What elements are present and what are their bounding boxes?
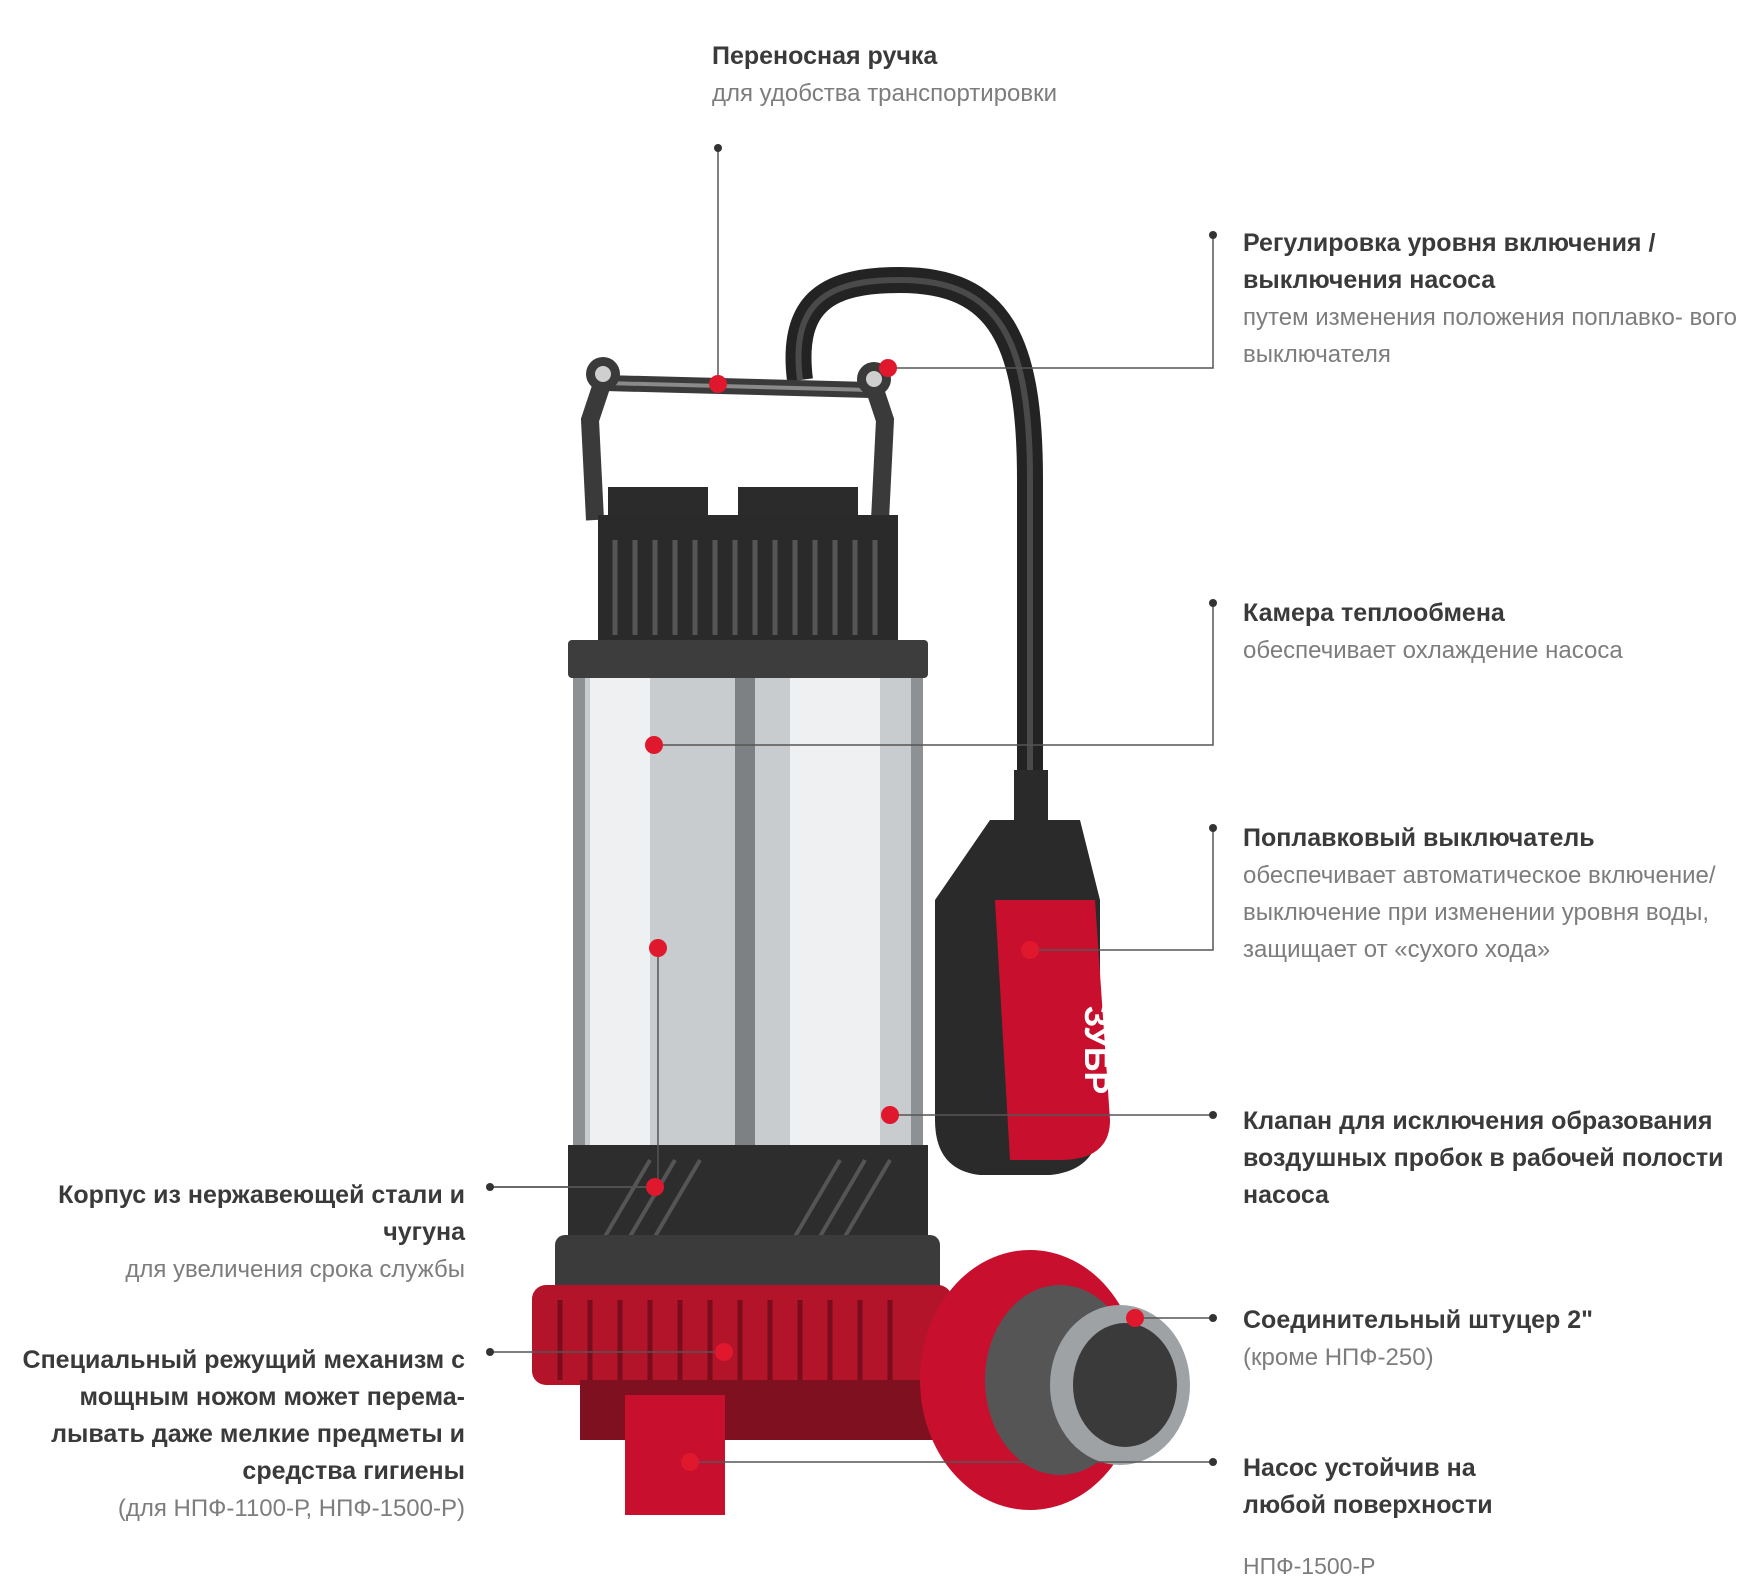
label-fitting-title: Соединительный штуцер 2" <box>1243 1306 1593 1334</box>
label-body-sub: для увеличения срока службы <box>125 1256 465 1283</box>
label-fitting: Соединительный штуцер 2" (кроме НПФ-250) <box>1243 1302 1593 1376</box>
model-name: НПФ-1500-Р <box>1243 1553 1376 1579</box>
cable-highlight <box>795 276 1033 780</box>
label-cutter: Специальный режущий механизм с мощным но… <box>10 1342 465 1527</box>
label-float-title: Поплавковый выключатель <box>1243 824 1595 852</box>
label-handle: Переносная ручка для удобства транспорти… <box>712 38 1057 112</box>
label-fitting-sub: (кроме НПФ-250) <box>1243 1344 1434 1371</box>
leader-lines <box>490 148 1214 1463</box>
brand-logo: ЗУБР <box>1077 1006 1115 1094</box>
label-stable: Насос устойчив на любой поверхности <box>1243 1450 1543 1524</box>
label-float: Поплавковый выключатель обеспечивает авт… <box>1243 820 1753 968</box>
label-stable-title: Насос устойчив на любой поверхности <box>1243 1454 1493 1519</box>
label-body-title: Корпус из нержавеющей стали и чугуна <box>58 1181 465 1246</box>
label-cutter-title: Специальный режущий механизм с мощным но… <box>22 1346 465 1485</box>
leader-endpoints <box>486 144 1217 1466</box>
label-chamber-title: Камера теплообмена <box>1243 599 1505 627</box>
label-level: Регулировка уровня включения / выключени… <box>1243 225 1753 373</box>
label-level-sub: путем изменения положения поплавко- вого… <box>1243 304 1737 368</box>
label-handle-title: Переносная ручка <box>712 42 938 70</box>
label-chamber-sub: обеспечивает охлаждение насоса <box>1243 637 1623 664</box>
label-handle-sub: для удобства транспортировки <box>712 80 1058 107</box>
callout-dots <box>645 359 1144 1471</box>
label-level-title: Регулировка уровня включения / выключени… <box>1243 229 1656 294</box>
motor-head <box>568 487 928 678</box>
stainless-body <box>573 678 923 1150</box>
label-valve: Клапан для исключения образования воздуш… <box>1243 1103 1758 1214</box>
label-valve-title: Клапан для исключения образования воздуш… <box>1243 1107 1724 1209</box>
float-switch: ЗУБР <box>935 770 1115 1175</box>
cutter-base <box>532 1285 952 1515</box>
outlet-fitting <box>920 1250 1190 1510</box>
label-cutter-sub: (для НПФ-1100-Р, НПФ-1500-Р) <box>117 1495 465 1522</box>
label-body: Корпус из нержавеющей стали и чугуна для… <box>30 1177 465 1288</box>
label-float-sub: обеспечивает автоматическое включение/вы… <box>1243 862 1716 963</box>
label-chamber: Камера теплообмена обеспечивает охлажден… <box>1243 595 1623 669</box>
